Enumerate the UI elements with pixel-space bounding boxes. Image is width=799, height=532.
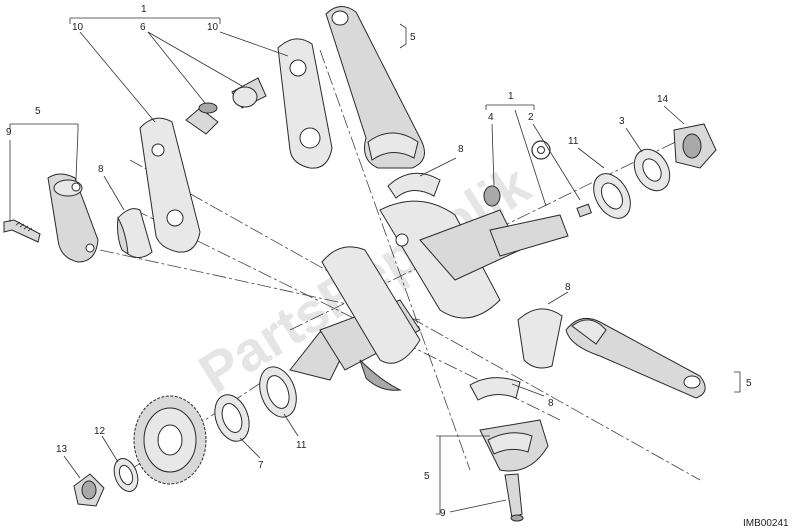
callout-5-right: 5 (746, 378, 752, 389)
callout-13: 13 (56, 444, 68, 455)
gear-icon-indicator (531, 140, 551, 160)
washer-7 (214, 394, 250, 442)
callout-11-right: 11 (568, 136, 579, 147)
callout-9-left: 9 (6, 127, 12, 138)
plug-screw-small (185, 102, 219, 135)
callout-7: 7 (258, 460, 264, 471)
connecting-rod-lower (565, 317, 706, 399)
gear-timing (133, 395, 207, 485)
bearing-plate-right (277, 38, 333, 169)
callout-14: 14 (657, 94, 669, 105)
callout-2: 2 (528, 112, 534, 123)
washer-3 (633, 148, 671, 192)
callout-8-top: 8 (458, 144, 464, 155)
callout-6: 6 (140, 22, 146, 33)
callout-leaders (9, 17, 741, 515)
connecting-rod-cap-lower (479, 419, 549, 472)
bearing-shell-top (387, 172, 441, 199)
plug-screw-large (231, 77, 267, 109)
callout-8-bottom: 8 (548, 398, 554, 409)
callout-labels: 1 10 6 10 5 5 9 8 8 1 4 2 11 3 14 8 5 8 … (6, 4, 752, 519)
bearing-plate-left (139, 117, 201, 253)
callout-5-left: 5 (35, 106, 41, 117)
callout-8-right: 8 (565, 282, 571, 293)
callout-8-left: 8 (98, 164, 104, 175)
connecting-rod-upper (325, 6, 425, 169)
connecting-rod-cap-left (47, 173, 99, 263)
callout-4: 4 (488, 112, 494, 123)
crankshaft (289, 185, 569, 391)
washer-12 (113, 458, 139, 492)
callout-10-right: 10 (207, 22, 219, 33)
nut-14 (673, 123, 717, 169)
callout-10-left: 10 (72, 22, 84, 33)
lock-washer-11-right (593, 173, 631, 219)
cap-bolt-left (3, 219, 41, 243)
callout-3: 3 (619, 116, 625, 127)
key-2 (576, 203, 592, 218)
callout-11-left: 11 (296, 440, 307, 451)
diagram-code: IMB00241 (743, 518, 789, 529)
callout-1-top: 1 (141, 4, 147, 15)
callout-1-right: 1 (508, 91, 514, 102)
callout-12: 12 (94, 426, 106, 437)
bearing-shell-left (117, 208, 153, 258)
bearing-shell-right (517, 308, 563, 369)
callout-5-bottom: 5 (424, 471, 430, 482)
lock-washer-11-left (259, 366, 297, 418)
callout-5-top-right: 5 (410, 32, 416, 43)
callout-9-bottom: 9 (440, 508, 446, 519)
nut-13 (73, 473, 105, 507)
bearing-shell-bottom (469, 377, 521, 401)
cap-bolt-lower (504, 473, 524, 522)
